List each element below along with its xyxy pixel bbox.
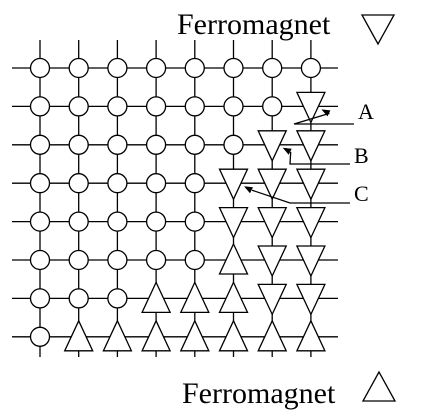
down-triangle-site <box>295 168 326 201</box>
up-triangle-site <box>179 319 210 352</box>
circle-site <box>184 173 205 194</box>
down-triangle-site <box>295 245 326 278</box>
circle-site <box>29 211 51 232</box>
circle-site <box>107 211 128 232</box>
bottom-ferromagnet-label: Ferromagnet <box>182 377 336 410</box>
marker-label-c: C <box>354 181 369 206</box>
up-triangle-site <box>257 319 288 352</box>
circle-site <box>145 173 167 194</box>
circle-site <box>145 96 167 117</box>
circle-site <box>68 173 89 194</box>
circle-site <box>223 57 244 79</box>
marker-label-b: B <box>354 143 369 168</box>
circle-site <box>68 96 89 117</box>
circle-site <box>107 173 128 194</box>
circle-site <box>68 211 89 232</box>
up-triangle-site <box>63 319 94 352</box>
down-triangle-site <box>257 245 288 278</box>
down-triangle-site <box>257 283 288 316</box>
circle-site <box>68 249 89 271</box>
pointer-line-c <box>251 189 350 204</box>
circle-site <box>29 249 51 271</box>
circle-site <box>184 96 205 117</box>
down-triangle-site <box>218 168 249 201</box>
circle-site <box>68 57 89 79</box>
up-triangle-legend-icon <box>361 370 397 402</box>
up-triangle-site <box>179 280 210 314</box>
circle-site <box>184 249 205 271</box>
circle-site <box>184 134 205 155</box>
circle-site <box>107 288 128 309</box>
circle-site <box>68 134 89 155</box>
circle-site <box>29 134 51 155</box>
arrowhead-icon <box>321 109 331 117</box>
circle-site <box>107 134 128 155</box>
circle-site <box>145 134 167 155</box>
up-triangle-site <box>218 319 249 352</box>
marker-pointers <box>244 109 354 204</box>
circle-site <box>184 211 205 232</box>
up-triangle-site <box>218 242 249 275</box>
circle-site <box>68 288 89 309</box>
top-ferromagnet-label: Ferromagnet <box>177 8 331 41</box>
circle-site <box>145 57 167 79</box>
lattice-sites <box>29 57 326 352</box>
down-triangle-site <box>218 206 249 240</box>
circle-site <box>145 211 167 232</box>
marker-label-a: A <box>358 99 374 124</box>
up-triangle-site <box>218 280 249 314</box>
circle-site <box>29 57 51 79</box>
up-triangle-site <box>295 319 326 352</box>
circle-site <box>262 96 283 117</box>
circle-site <box>29 173 51 194</box>
down-triangle-site <box>295 283 326 316</box>
lattice-grid-lines <box>12 40 338 357</box>
circle-site <box>107 96 128 117</box>
circle-site <box>223 134 244 155</box>
up-triangle-site <box>102 319 133 352</box>
down-triangle-legend-icon <box>360 14 396 46</box>
pointer-line-a <box>293 112 354 125</box>
circle-site <box>300 57 322 79</box>
pointer-line-b <box>289 151 350 165</box>
down-triangle-site <box>295 206 326 240</box>
circle-site <box>29 96 51 117</box>
up-triangle-site <box>141 280 172 314</box>
down-triangle-site <box>295 130 326 163</box>
circle-site <box>145 249 167 271</box>
circle-site <box>107 249 128 271</box>
down-triangle-site <box>295 91 326 124</box>
circle-site <box>184 57 205 79</box>
circle-site <box>262 57 283 79</box>
down-triangle-site <box>257 168 288 201</box>
circle-site <box>29 326 51 347</box>
circle-site <box>223 96 244 117</box>
down-triangle-site <box>257 130 288 163</box>
arrowhead-icon <box>244 186 253 194</box>
circle-site <box>29 288 51 309</box>
down-triangle-site <box>257 206 288 240</box>
arrowhead-icon <box>282 147 292 155</box>
circle-site <box>107 57 128 79</box>
up-triangle-site <box>141 319 172 352</box>
